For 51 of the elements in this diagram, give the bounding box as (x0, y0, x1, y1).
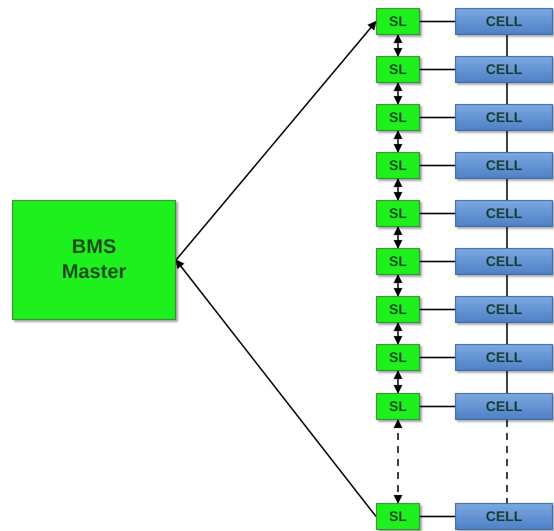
connector-line (506, 371, 508, 393)
connector-line (420, 308, 455, 310)
connector-line (420, 406, 455, 408)
slave-box: SL (376, 56, 420, 83)
slave-box: SL (376, 8, 420, 35)
connector-line (506, 83, 508, 104)
connector-line (506, 131, 508, 152)
cell-box: CELL (455, 296, 553, 323)
arrow (175, 259, 377, 517)
connector-line (506, 227, 508, 248)
cell-box: CELL (455, 104, 553, 131)
slave-box: SL (376, 152, 420, 179)
connector-line (420, 68, 455, 70)
cell-box: CELL (455, 344, 553, 371)
connector-line (506, 420, 508, 503)
connector-line (420, 164, 455, 166)
slave-box: SL (376, 503, 420, 530)
cell-box: CELL (455, 503, 553, 530)
connector-line (420, 20, 455, 22)
cell-box: CELL (455, 200, 553, 227)
arrow (394, 130, 402, 153)
slave-box: SL (376, 248, 420, 275)
arrow (394, 178, 402, 201)
connector-line (506, 179, 508, 200)
connector-line (420, 260, 455, 262)
connector-line (420, 516, 455, 518)
connector-line (420, 116, 455, 118)
slave-box: SL (376, 344, 420, 371)
slave-box: SL (376, 296, 420, 323)
cell-box: CELL (455, 152, 553, 179)
arrow (394, 274, 402, 297)
slave-box: SL (376, 104, 420, 131)
connector-line (420, 212, 455, 214)
master-box: BMS Master (12, 200, 176, 320)
arrow (394, 226, 402, 249)
arrow (394, 34, 402, 57)
arrow (394, 82, 402, 105)
arrow (394, 370, 402, 394)
arrow (394, 419, 402, 504)
connector-line (506, 35, 508, 56)
arrow (394, 322, 402, 345)
cell-box: CELL (455, 248, 553, 275)
slave-box: SL (376, 393, 420, 420)
slave-box: SL (376, 200, 420, 227)
cell-box: CELL (455, 56, 553, 83)
arrow (175, 20, 377, 260)
connector-line (506, 275, 508, 296)
connector-line (506, 323, 508, 344)
cell-box: CELL (455, 8, 553, 35)
connector-line (420, 356, 455, 358)
cell-box: CELL (455, 393, 553, 420)
